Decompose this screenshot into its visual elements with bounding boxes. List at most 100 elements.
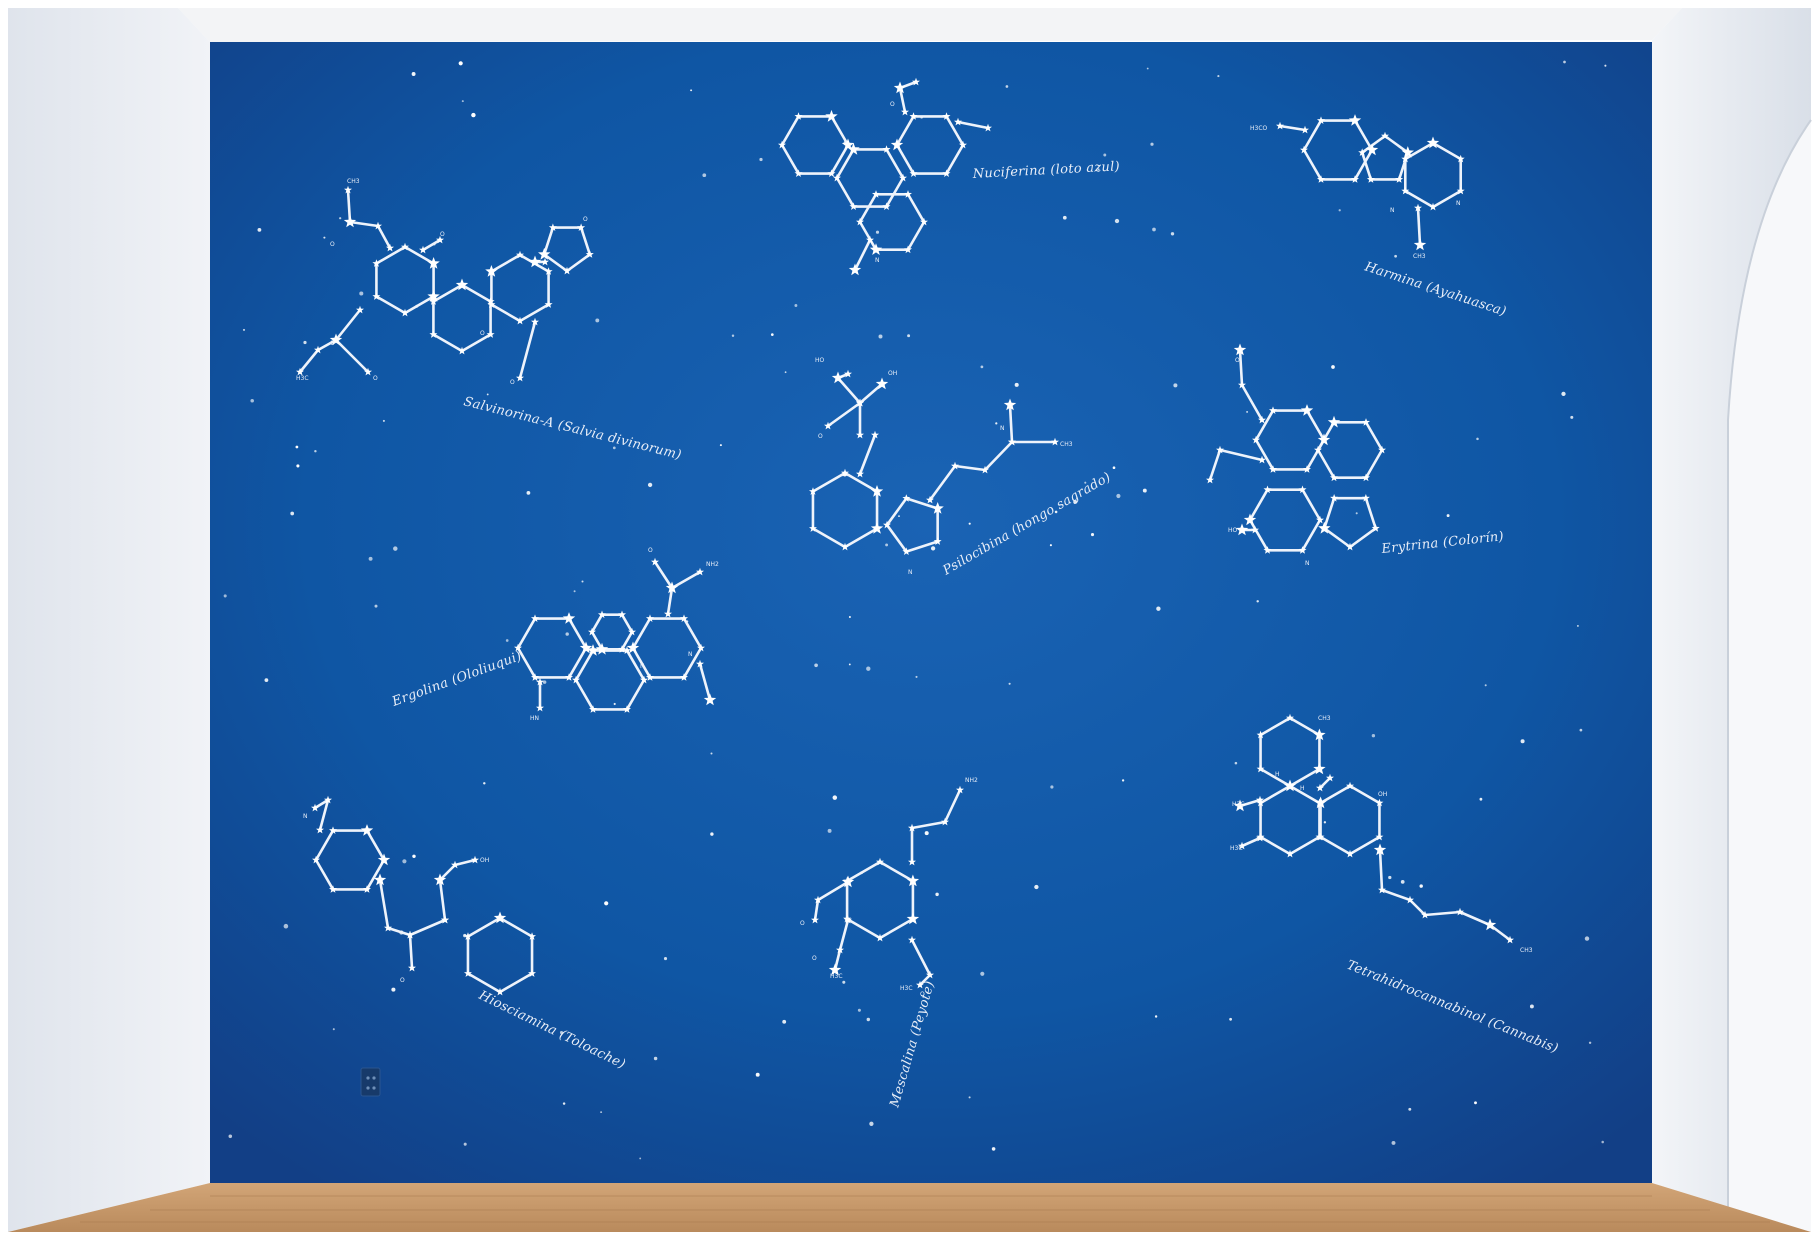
bond-line (1208, 448, 1222, 482)
scatter-star (1150, 142, 1154, 146)
scatter-star (505, 639, 509, 642)
scatter-star (866, 1017, 871, 1022)
molecule-label-tetrahidrocannabinol: Tetrahidrocannabinol (Cannabis) (1345, 958, 1561, 1057)
scatter-star (794, 304, 798, 307)
bond-line (1431, 189, 1463, 209)
scatter-star (1588, 1041, 1592, 1045)
scatter-star (1584, 936, 1590, 941)
scatter-star (612, 446, 616, 450)
atom-label: N (303, 813, 308, 820)
molecule-label-ergolina: Ergolina (Ololiuqui) (389, 649, 524, 710)
scatter-star (1084, 481, 1087, 484)
scatter-star (1604, 64, 1607, 67)
bond-line (620, 613, 634, 634)
atom-star (833, 173, 841, 182)
bond-line (1301, 488, 1322, 522)
scatter-star (1034, 884, 1039, 890)
atom-label: OH (1378, 791, 1387, 798)
atom-star (1351, 175, 1359, 183)
atom-star (1269, 465, 1277, 473)
bond-line (365, 858, 386, 891)
atom-star (1421, 910, 1429, 919)
scatter-star (784, 371, 787, 374)
scatter-star (283, 923, 289, 929)
atom-star (1235, 523, 1249, 536)
atom-label: N (1305, 560, 1310, 567)
scatter-star (1419, 884, 1423, 888)
bond-line (943, 788, 962, 824)
atom-star (493, 911, 507, 924)
atom-label: NH2 (965, 777, 978, 784)
bond-line (318, 798, 330, 832)
atom-star (904, 245, 912, 254)
bond-line (780, 143, 800, 175)
atom-star (1413, 238, 1427, 251)
bond-line (1353, 148, 1374, 181)
atom-star (1362, 418, 1370, 426)
atom-star (343, 215, 357, 228)
atom-label: N (908, 569, 913, 576)
bond-line (682, 617, 703, 650)
bond-line (567, 617, 588, 650)
atom-star (312, 855, 320, 864)
atom-star (332, 335, 340, 344)
atom-star (626, 641, 640, 654)
left-wall (8, 8, 210, 1232)
bond-line (490, 303, 522, 323)
bond-line (698, 662, 712, 702)
atom-star (814, 895, 822, 904)
atom-star (531, 317, 539, 326)
atom-star (314, 345, 322, 354)
atom-star (1426, 136, 1440, 149)
scatter-star (1008, 682, 1011, 685)
bond-line (835, 176, 855, 208)
atom-star (1256, 730, 1265, 739)
bond-line (567, 646, 588, 679)
atom-star (386, 243, 394, 252)
molecule-label-harmina: Harmina (Ayahuasca) (1362, 259, 1508, 319)
bond-line (845, 917, 882, 940)
scatter-star (869, 1121, 874, 1126)
atom-star (680, 614, 688, 622)
bond-line (542, 226, 555, 256)
bond-line (314, 858, 335, 891)
atom-star (902, 494, 911, 502)
bond-line (1423, 910, 1462, 917)
atom-star (697, 643, 705, 652)
bond-line (574, 649, 595, 682)
atom-star (531, 614, 539, 622)
scatter-star (412, 854, 416, 859)
atom-star (577, 223, 586, 231)
bond-line (1259, 767, 1292, 788)
bond-line (432, 283, 464, 303)
bond-line (1259, 784, 1292, 805)
atom-star (1256, 798, 1265, 807)
scatter-star (1476, 437, 1479, 441)
atom-label: HO (815, 357, 825, 364)
bond-line (1319, 784, 1352, 805)
atom-star (1051, 437, 1059, 446)
bond-line (466, 916, 502, 938)
atom-star (373, 873, 387, 886)
atom-star (374, 221, 382, 230)
bond-line (298, 348, 320, 374)
atom-star (1506, 935, 1514, 944)
bond-line (858, 192, 878, 224)
molecule-label-psilocibina: Psilocibina (hongo sagrado) (940, 470, 1114, 579)
scatter-star (604, 901, 609, 906)
scatter-star (1146, 67, 1149, 70)
scatter-star (885, 543, 889, 547)
atom-star (1401, 186, 1410, 195)
atom-star (324, 795, 332, 804)
atom-label: H3C (1232, 801, 1245, 808)
atom-label: O (818, 433, 823, 440)
atom-star (942, 112, 951, 120)
atom-star (536, 703, 544, 712)
atom-star (372, 259, 381, 267)
atom-star (1330, 494, 1339, 502)
scatter-star (1062, 215, 1067, 220)
atom-star (651, 557, 659, 566)
scatter-star (1576, 624, 1579, 627)
